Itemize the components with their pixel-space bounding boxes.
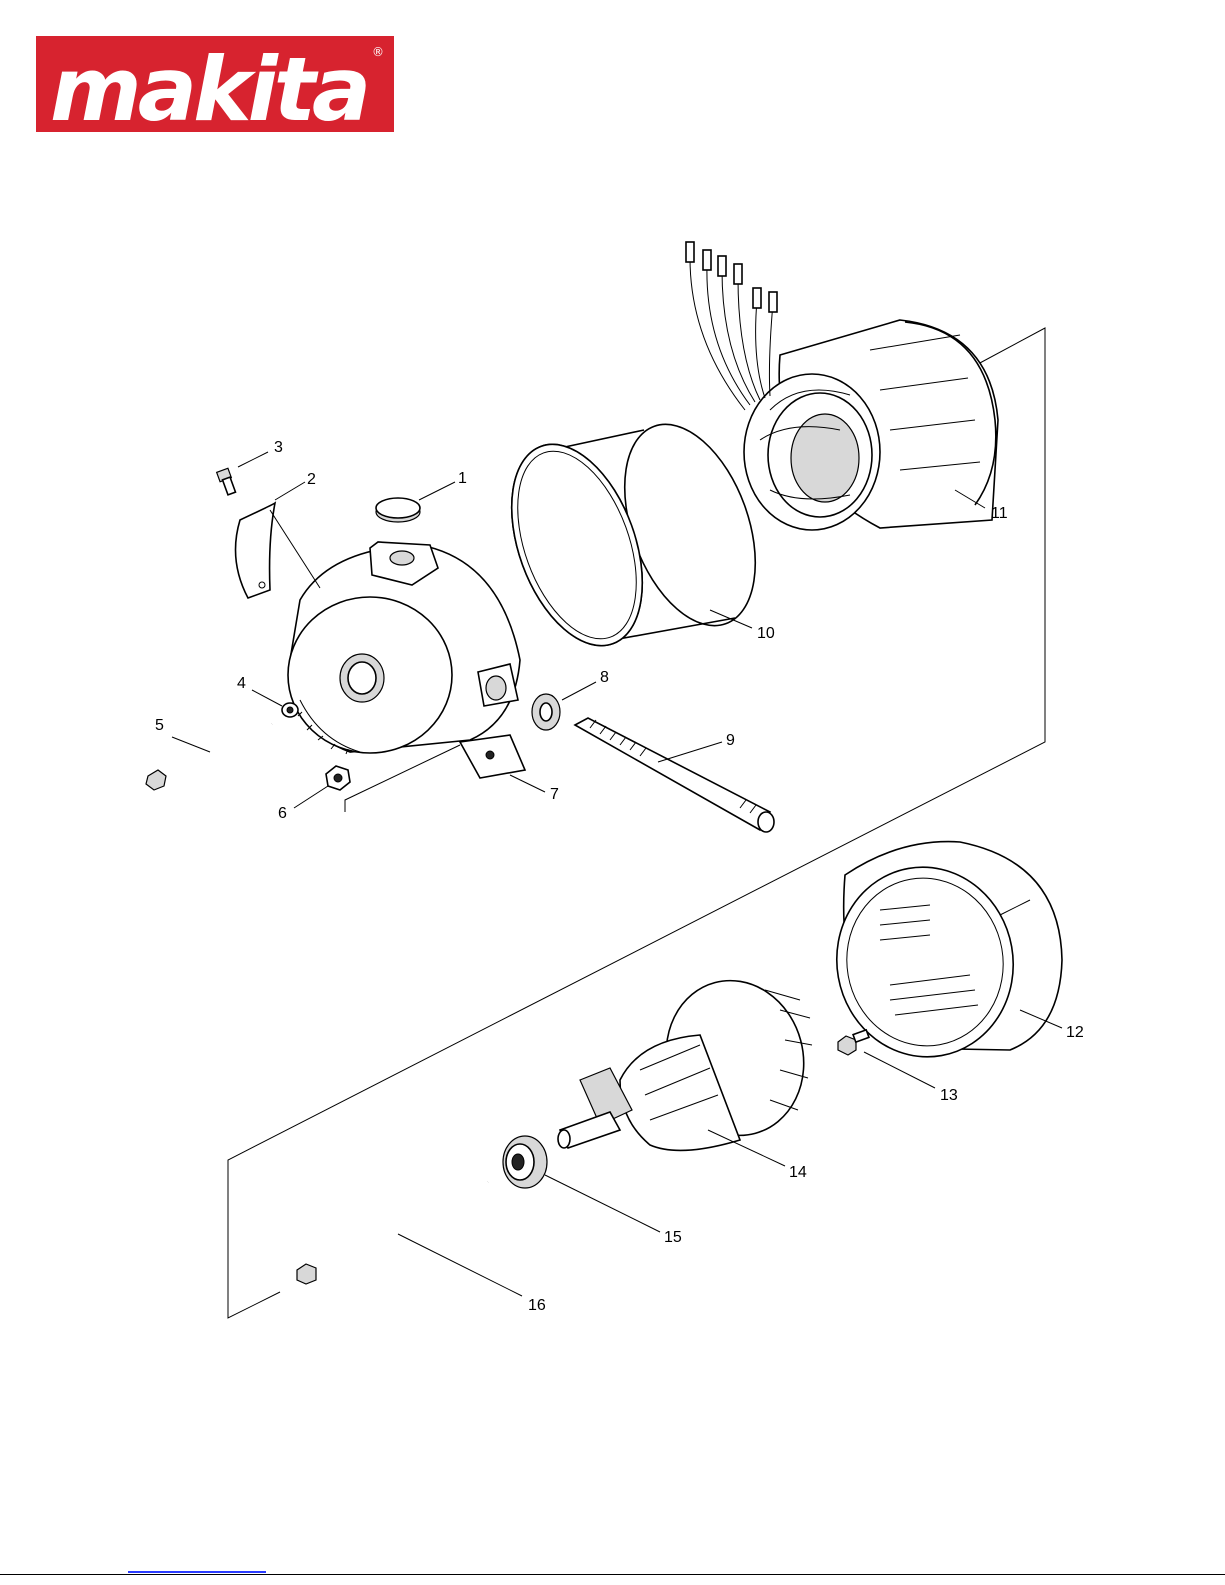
part-armature [558,965,821,1151]
part-washer-small [282,703,298,717]
part-screw-rear [838,1030,869,1055]
callout-5: 5 [155,717,164,734]
callout-15: 15 [664,1229,682,1246]
callout-13: 13 [940,1087,958,1104]
callout-6: 6 [278,805,287,822]
part-screw-small [217,468,236,495]
callout-4: 4 [237,675,246,692]
callout-9: 9 [726,732,735,749]
callout-2: 2 [307,471,316,488]
callout-10: 10 [757,625,775,642]
footer-link-underline[interactable] [128,1571,266,1573]
part-long-bolt [146,724,272,790]
callout-11: 11 [991,505,1008,522]
callout-1: 1 [458,470,467,487]
callout-7: 7 [550,786,559,803]
part-nut [326,766,350,790]
part-through-bolt [297,1182,488,1284]
callout-14: 14 [789,1164,807,1181]
callout-3: 3 [274,439,283,456]
part-foot-mount [460,735,525,778]
callout-8: 8 [600,669,609,686]
part-bracket [236,503,276,598]
callout-12: 12 [1066,1024,1084,1041]
part-insulation-sleeve [487,406,781,663]
part-motor-housing [288,542,520,754]
callout-16: 16 [528,1297,546,1314]
footer-rule [0,1574,1225,1575]
part-cap [376,498,420,522]
part-bushing [532,694,560,730]
part-worm-shaft [575,718,774,832]
part-ball-bearing [503,1136,547,1188]
